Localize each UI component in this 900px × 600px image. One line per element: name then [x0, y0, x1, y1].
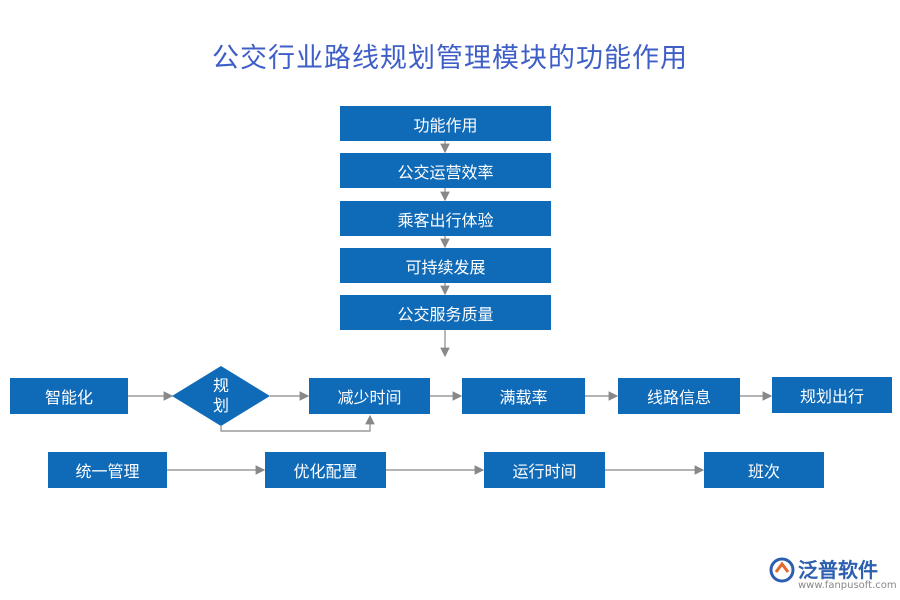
- row1-box-route-info: 线路信息: [618, 378, 740, 414]
- row2-box-optimize: 优化配置: [265, 452, 386, 488]
- row1-box-reduce-time: 减少时间: [309, 378, 430, 414]
- stack-box-experience: 乘客出行体验: [340, 201, 551, 236]
- stack-box-sustainable: 可持续发展: [340, 248, 551, 283]
- arrow-loop: [220, 414, 375, 432]
- stack-box-function: 功能作用: [340, 106, 551, 141]
- row2-box-unified: 统一管理: [48, 452, 167, 488]
- brand-logo: 泛普软件 www.fanpusoft.com: [768, 552, 898, 598]
- row2-box-schedule: 班次: [704, 452, 824, 488]
- row1-box-plan-trip: 规划出行: [772, 377, 892, 413]
- brand-url: www.fanpusoft.com: [798, 580, 897, 591]
- decision-diamond: [172, 366, 270, 426]
- row2-box-run-time: 运行时间: [484, 452, 605, 488]
- brand-name: 泛普软件: [798, 558, 878, 582]
- decision-label-line1: 规: [212, 376, 229, 395]
- page-title: 公交行业路线规划管理模块的功能作用: [212, 43, 688, 74]
- decision-label: 规 划: [206, 376, 236, 416]
- decision-label-line2: 划: [212, 396, 229, 415]
- stack-box-efficiency: 公交运营效率: [340, 153, 551, 188]
- brand-logo-icon: [769, 557, 795, 583]
- stack-box-quality: 公交服务质量: [340, 295, 551, 330]
- row1-box-intelligent: 智能化: [10, 378, 128, 414]
- row1-box-load-rate: 满载率: [462, 378, 585, 414]
